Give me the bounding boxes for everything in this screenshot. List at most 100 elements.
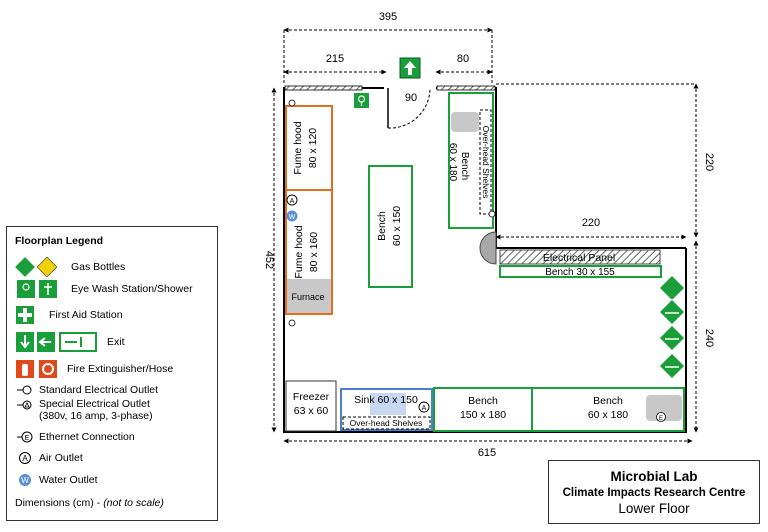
legend-air-label: Air Outlet <box>39 452 83 464</box>
ethernet-icon <box>488 210 496 218</box>
exit-legend-icon <box>16 332 97 352</box>
legend-std-outlet: Standard Electrical Outlet <box>15 383 158 397</box>
overhead-shelves-bottom <box>342 416 431 430</box>
svg-text:A: A <box>22 454 28 463</box>
corner-column <box>479 231 497 265</box>
bench-bottom-mid <box>433 387 533 432</box>
fume-hood-1-size: 80 x 120 <box>307 128 319 168</box>
legend-dims-note: (not to scale) <box>103 497 164 509</box>
legend-first-aid: First Aid Station <box>15 305 123 325</box>
electrical-panel-label: Electrical Panel <box>543 252 615 264</box>
legend-dims-label: Dimensions (cm) - <box>15 497 101 509</box>
legend-exit-label: Exit <box>107 336 125 348</box>
hatched-wall-top-right <box>436 85 496 91</box>
water-outlet-icon: W <box>286 210 298 222</box>
bench-bottom-right-name: Bench <box>593 395 623 407</box>
overhead-shelves-vertical <box>479 109 492 215</box>
sink-basin <box>370 393 406 415</box>
bench-long <box>499 265 662 278</box>
dim-top-left: 215 <box>326 53 344 65</box>
legend-exit: Exit <box>15 331 125 353</box>
legend: Floorplan Legend Gas Bottles Eye Wash St… <box>6 226 218 521</box>
bench-long-label: Bench 30 x 155 <box>545 267 615 278</box>
air-outlet-legend-icon: A <box>19 452 31 464</box>
freezer-size: 63 x 60 <box>294 405 329 417</box>
electrical-panel <box>499 249 661 265</box>
legend-water: W Water Outlet <box>15 473 98 487</box>
hatched-wall-top-left <box>284 85 363 91</box>
legend-title: Floorplan Legend <box>15 235 104 247</box>
bench-center <box>368 165 413 288</box>
dim-right-upper: 220 <box>703 153 715 171</box>
legend-special-outlet-label-1: Special Electrical Outlet <box>39 398 150 410</box>
gas-bottles-icon <box>658 274 686 380</box>
svg-text:E: E <box>25 435 30 442</box>
gas-bottle-icon <box>15 257 58 277</box>
water-outlet-legend-icon: W <box>19 474 31 486</box>
eyewash-icon <box>17 280 57 298</box>
legend-eyewash-label: Eye Wash Station/Shower <box>71 283 193 295</box>
legend-gas: Gas Bottles <box>15 257 125 277</box>
overhead-shelves-bottom-label: Over-head Shelves <box>350 418 423 428</box>
legend-fire: Fire Extinguisher/Hose <box>15 359 173 379</box>
bench-top-right-sink <box>451 112 479 132</box>
bench-bottom-mid-name: Bench <box>468 395 498 407</box>
bench-top-right-size: 60 x 180 <box>447 143 458 182</box>
legend-dimensions: Dimensions (cm) - (not to scale) <box>15 497 164 509</box>
first-aid-legend-icon <box>16 306 34 324</box>
legend-ethernet-label: Ethernet Connection <box>39 431 135 443</box>
air-outlet-icon: A <box>286 194 298 206</box>
bench-bottom-right-sink <box>646 395 682 421</box>
title-floor: Lower Floor <box>618 501 690 516</box>
eyewash-station-icon <box>354 93 369 108</box>
bench-top-right-name: Bench <box>459 152 470 180</box>
svg-text:A: A <box>422 405 427 412</box>
ethernet-legend-icon: E <box>17 431 33 443</box>
legend-special-outlet: Special Electrical Outlet (380v, 16 amp,… <box>15 398 153 422</box>
overhead-shelves-vertical-label: Over-head Shelves <box>481 126 491 199</box>
legend-std-outlet-label: Standard Electrical Outlet <box>39 384 159 396</box>
svg-text:W: W <box>289 214 296 221</box>
bench-center-name: Bench <box>376 211 388 241</box>
dim-step-width: 220 <box>582 217 600 229</box>
title-box: Microbial Lab Climate Impacts Research C… <box>548 460 760 524</box>
fume-hood-2-name: Fume hood <box>293 225 305 278</box>
fire-extinguisher-icon <box>16 360 57 378</box>
sink-label: Sink 60 x 150 <box>354 394 418 406</box>
legend-air: A Air Outlet <box>15 451 83 465</box>
svg-text:E: E <box>659 416 663 422</box>
exit-sign-icon <box>399 57 421 79</box>
legend-water-label: Water Outlet <box>39 474 98 486</box>
bench-center-size: 60 x 150 <box>391 206 403 246</box>
dimension-lines <box>271 27 699 444</box>
freezer <box>285 380 337 432</box>
special-outlet-legend-icon <box>17 400 32 410</box>
legend-gas-label: Gas Bottles <box>71 261 126 273</box>
furnace-label: Furnace <box>291 292 324 302</box>
ethernet-icon: E <box>656 412 666 422</box>
legend-special-outlet-label-2: (380v, 16 amp, 3-phase) <box>39 410 153 422</box>
legend-first-aid-label: First Aid Station <box>49 309 123 321</box>
dim-right-lower: 240 <box>703 329 715 347</box>
dim-door: 90 <box>405 92 417 104</box>
legend-ethernet: E Ethernet Connection <box>15 430 135 444</box>
dim-top-right: 80 <box>457 53 469 65</box>
bench-bottom-mid-size: 150 x 180 <box>460 409 506 421</box>
svg-text:W: W <box>21 476 29 485</box>
bench-bottom-right-size: 60 x 180 <box>588 409 628 421</box>
air-outlet-icon: A <box>418 401 430 413</box>
svg-text:A: A <box>290 198 295 205</box>
legend-fire-label: Fire Extinguisher/Hose <box>67 363 174 375</box>
freezer-name: Freezer <box>293 391 330 403</box>
dim-bottom-width: 615 <box>478 447 496 459</box>
furnace <box>287 279 331 313</box>
door-swing <box>387 87 431 129</box>
title-institution: Climate Impacts Research Centre <box>562 487 746 499</box>
standard-outlet-legend-icon <box>17 385 32 395</box>
title-lab-name: Microbial Lab <box>610 469 698 484</box>
fume-hood-1-name: Fume hood <box>292 121 304 174</box>
fume-hood-2-size: 80 x 160 <box>308 232 320 272</box>
legend-eyewash: Eye Wash Station/Shower <box>15 279 193 299</box>
dim-left-height: 452 <box>263 251 275 269</box>
